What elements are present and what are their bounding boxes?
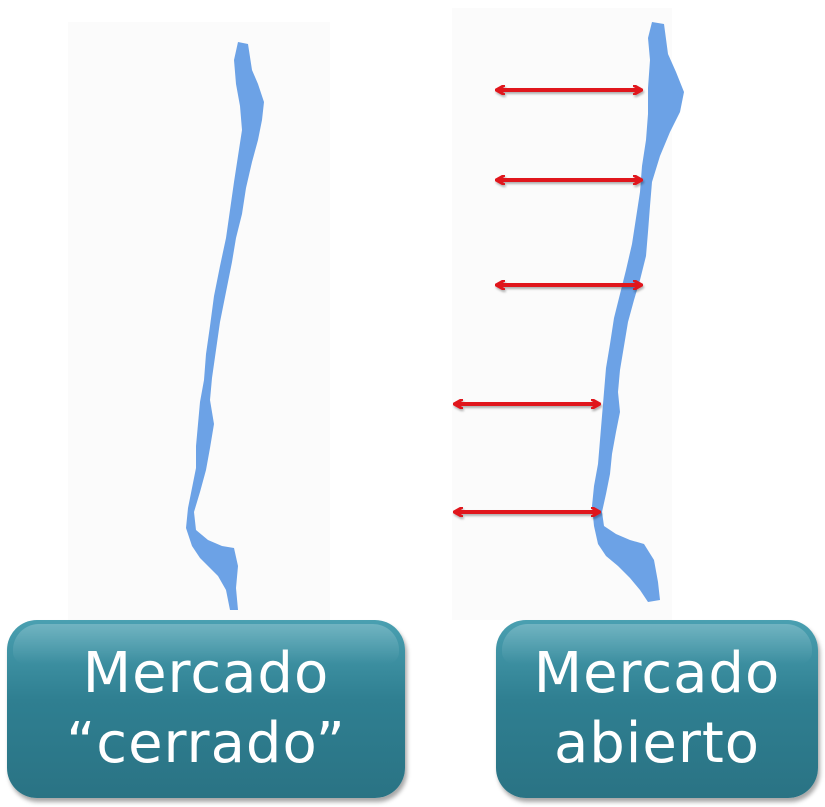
closed-market-label-line1: Mercado: [82, 641, 330, 706]
open-market-label-line1: Mercado: [533, 641, 781, 706]
horizontal-arrows: [456, 90, 640, 512]
right-map-background: [452, 8, 672, 620]
chile-map-right: [592, 22, 684, 602]
chile-map-left: [186, 42, 264, 610]
closed-market-label-line2: “cerrado”: [66, 711, 346, 776]
open-market-label-box: Mercado abierto: [496, 620, 818, 798]
left-map-background: [68, 22, 330, 622]
open-market-label-line2: abierto: [553, 711, 761, 776]
closed-market-label-box: Mercado “cerrado”: [7, 620, 405, 798]
